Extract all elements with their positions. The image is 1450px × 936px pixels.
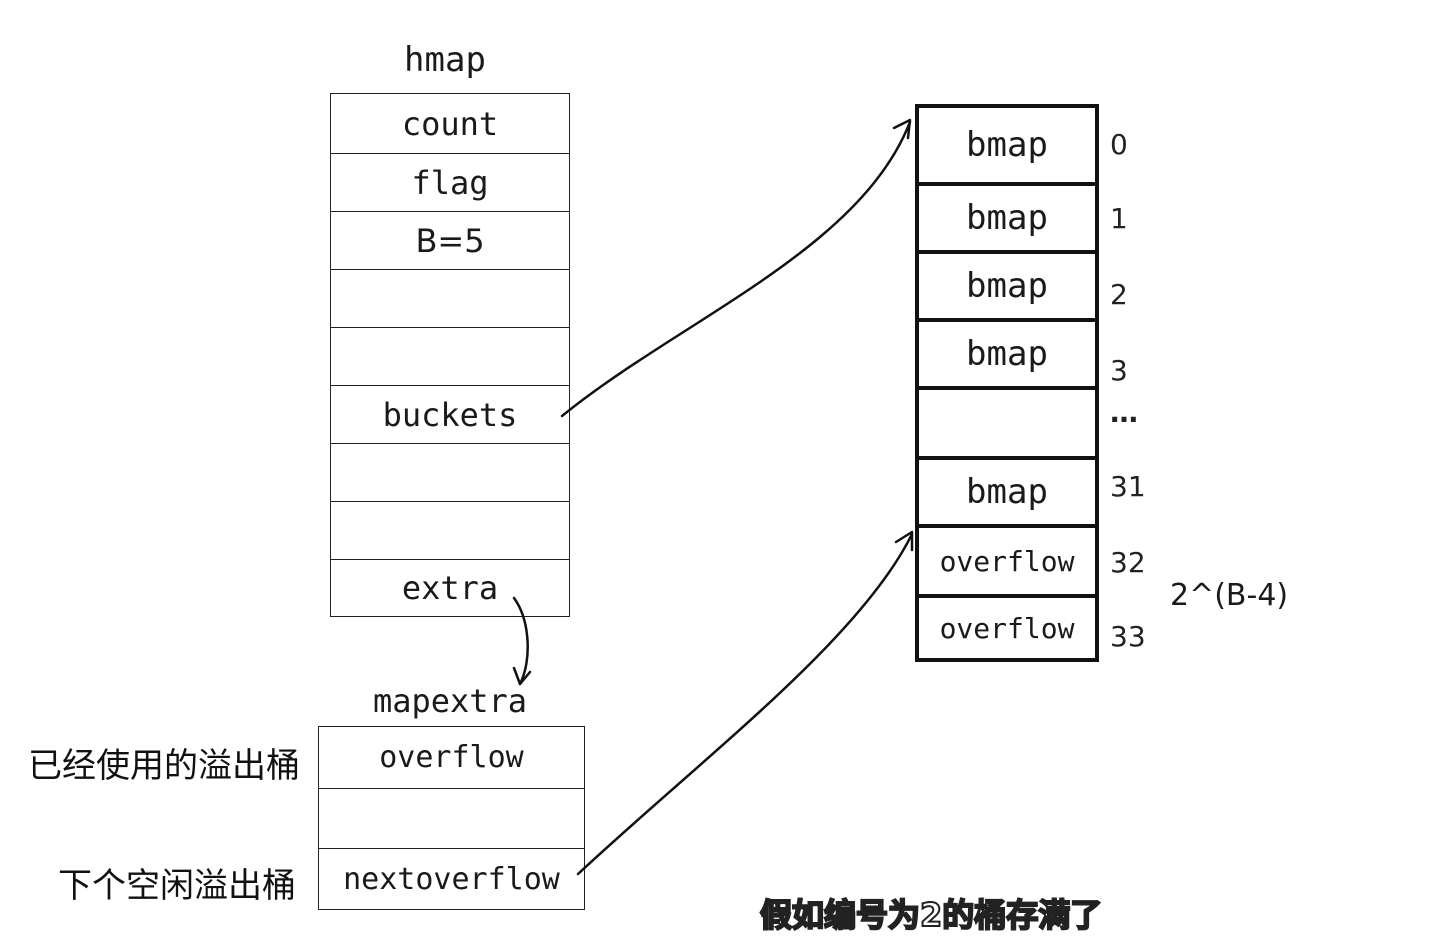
buckets-pointer-arrow [560, 120, 912, 418]
hmap-field-empty [331, 270, 569, 328]
bucket-index: 32 [1110, 546, 1146, 579]
hmap-title: hmap [404, 40, 486, 80]
hmap-field-extra: extra [401, 569, 499, 607]
used-overflow-label: 已经使用的溢出桶 [28, 746, 300, 786]
mapextra-struct: overflow nextoverflow [318, 726, 585, 910]
bucket-bmap-31: bmap [919, 460, 1095, 528]
bucket-bmap-2: bmap [919, 254, 1095, 322]
bucket-index: 33 [1110, 620, 1146, 653]
bucket-index: 3 [1110, 354, 1128, 387]
bucket-index: 0 [1110, 128, 1128, 161]
hmap-field-b: B=5 [331, 212, 569, 270]
mapextra-field-nextoverflow: nextoverflow [343, 861, 560, 897]
bucket-bmap-0: bmap [919, 108, 1095, 186]
nextoverflow-pointer-arrow [576, 532, 914, 876]
bucket-index: 1 [1110, 202, 1128, 235]
bucket-index-ellipsis: … [1110, 396, 1138, 429]
hmap-field-empty [331, 502, 569, 560]
mapextra-field-empty [319, 789, 584, 849]
arrowhead [892, 118, 912, 140]
hmap-struct: count flag B=5 buckets extra [330, 93, 570, 617]
mapextra-title: mapextra [372, 682, 528, 720]
arrowhead [894, 530, 914, 552]
bucket-bmap-3: bmap [919, 322, 1095, 390]
mapextra-field-overflow: overflow [319, 727, 584, 789]
bucket-ellipsis-gap [919, 390, 1095, 460]
hmap-field-flag: flag [331, 154, 569, 212]
hmap-field-count: count [331, 94, 569, 154]
hmap-field-empty [331, 444, 569, 502]
bucket-bmap-1: bmap [919, 186, 1095, 254]
bucket-overflow-33: overflow [939, 611, 1075, 645]
bucket-index: 2 [1110, 278, 1128, 311]
bucket-overflow-32: overflow [919, 528, 1095, 598]
video-subtitle: 假如编号为2的桶存满了 [759, 895, 1103, 935]
hmap-field-buckets: buckets [331, 386, 569, 444]
bucket-index: 31 [1110, 470, 1146, 503]
hmap-field-empty [331, 328, 569, 386]
bucket-array: bmap bmap bmap bmap bmap overflow overfl… [915, 104, 1099, 662]
next-free-overflow-label: 下个空闲溢出桶 [58, 866, 296, 906]
overflow-count-formula: 2^(B-4) [1170, 578, 1289, 613]
